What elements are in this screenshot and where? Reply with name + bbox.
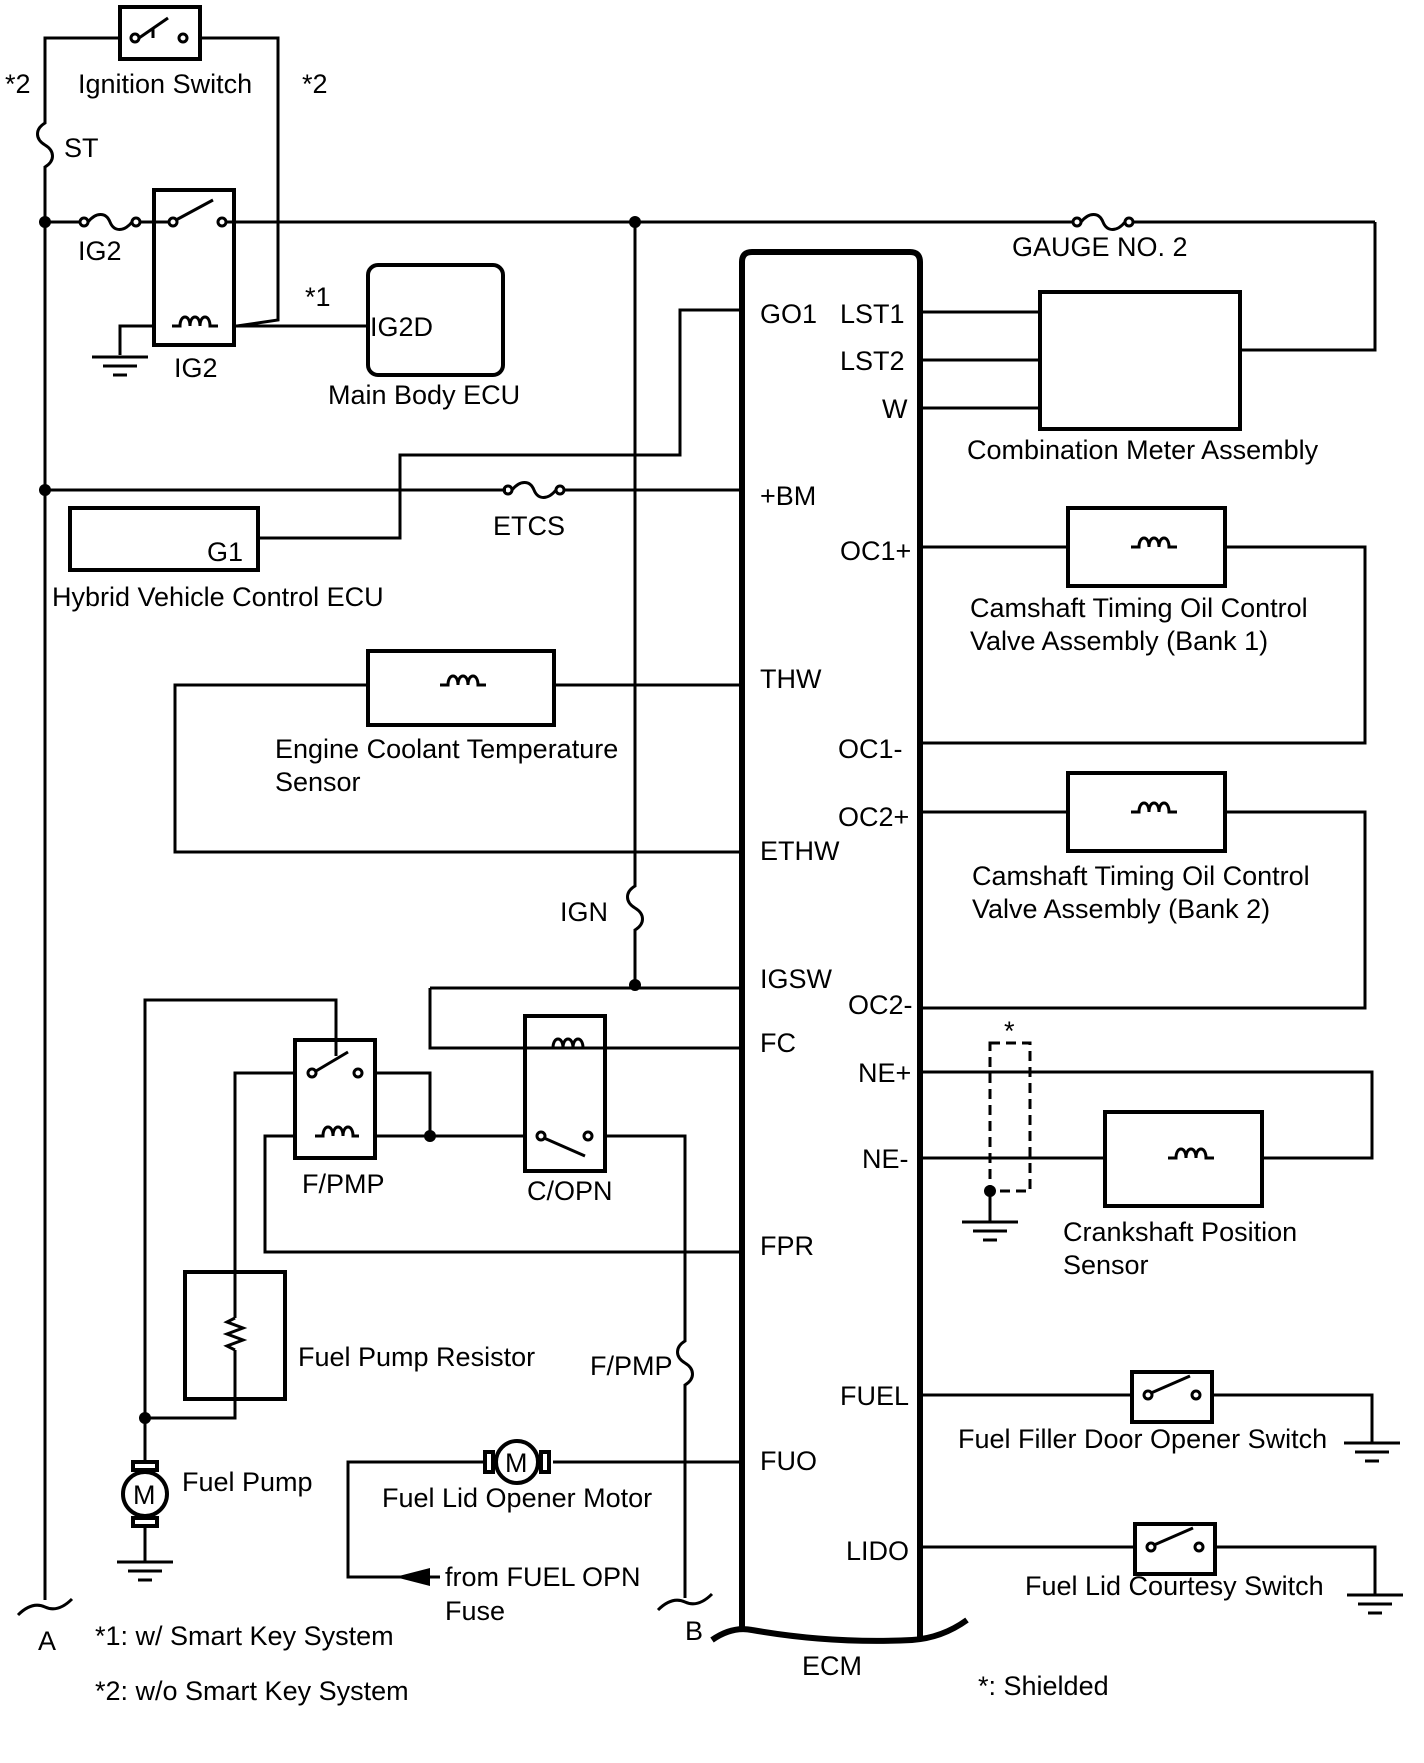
point-a-label: A	[38, 1626, 56, 1656]
fuel-filler-door-switch	[1130, 1370, 1214, 1424]
ig2-relay	[152, 188, 236, 347]
from-fuel-opn-line2: Fuse	[445, 1596, 505, 1626]
note-star1: *1	[305, 282, 331, 312]
fuel-pump-motor-icon: M	[121, 1460, 169, 1528]
ecm-box	[739, 249, 923, 1640]
ign-fuse-label: IGN	[560, 897, 608, 927]
crankshaft-position-sensor	[1103, 1110, 1264, 1208]
cam-ocv-bank2-label-line1: Camshaft Timing Oil Control	[972, 861, 1310, 891]
ckp-coil-icon	[1168, 1147, 1214, 1160]
ecm-pin-oc1p: OC1+	[840, 536, 911, 566]
shield-star: *	[1004, 1016, 1015, 1046]
resistor-icon	[222, 1316, 248, 1352]
combination-meter-label: Combination Meter Assembly	[967, 435, 1319, 465]
fpmp-fuse-label: F/PMP	[590, 1351, 673, 1381]
fuel-filler-switch-label: Fuel Filler Door Opener Switch	[958, 1424, 1327, 1454]
copn-relay	[523, 1014, 607, 1173]
fuel-lid-motor-label: Fuel Lid Opener Motor	[382, 1483, 652, 1513]
ig2d-pin-label: IG2D	[370, 312, 433, 342]
ignition-switch	[118, 5, 202, 61]
ect-label-line2: Sensor	[275, 767, 361, 797]
ecm-pin-fuo: FUO	[760, 1446, 817, 1476]
fuel-lid-courtesy-switch-label: Fuel Lid Courtesy Switch	[1025, 1571, 1324, 1601]
fpmp-relay	[293, 1038, 377, 1160]
note-star2-left: *2	[5, 69, 31, 99]
etcs-fuse-icon	[502, 481, 566, 499]
ecm-pin-lst2: LST2	[840, 346, 905, 376]
shielded-note: *: Shielded	[978, 1671, 1109, 1701]
relay-coil-icon	[315, 1125, 359, 1138]
ecm-pin-oc2m: OC2-	[848, 990, 913, 1020]
cam-ocv-bank2	[1066, 771, 1227, 853]
ecm-pin-fpr: FPR	[760, 1231, 814, 1261]
ecm-pin-lst1: LST1	[840, 299, 905, 329]
ecm-pin-oc1m: OC1-	[838, 734, 903, 764]
cam-ocv-bank1-label-line1: Camshaft Timing Oil Control	[970, 593, 1308, 623]
ecm-pin-fc: FC	[760, 1028, 796, 1058]
cam-ocv-bank2-coil-icon	[1131, 801, 1177, 814]
main-body-ecu	[366, 263, 505, 377]
ecm-pin-oc2p: OC2+	[838, 802, 909, 832]
main-body-ecu-label: Main Body ECU	[328, 380, 520, 410]
g1-pin-label: G1	[207, 537, 243, 567]
fuel-pump-label: Fuel Pump	[182, 1467, 313, 1497]
ground-icon	[1344, 1441, 1400, 1463]
fpmp-fuse-icon	[676, 1335, 694, 1391]
hv-ecu-label: Hybrid Vehicle Control ECU	[52, 582, 384, 612]
cam-ocv-bank1	[1066, 506, 1227, 588]
ckp-label-line2: Sensor	[1063, 1250, 1149, 1280]
ground-icon	[117, 1560, 173, 1582]
note-2: *2: w/o Smart Key System	[95, 1676, 409, 1706]
ect-thermistor-icon	[440, 674, 486, 687]
shield-outline	[988, 1041, 1032, 1193]
fuel-lid-motor-icon: M	[483, 1439, 551, 1485]
etcs-fuse-label: ETCS	[493, 511, 565, 541]
cam-ocv-bank1-coil-icon	[1131, 536, 1177, 549]
hv-control-ecu	[68, 506, 260, 572]
fpmp-relay-label: F/PMP	[302, 1169, 385, 1199]
ecm-pin-bm: +BM	[760, 481, 816, 511]
ign-fuse-icon	[626, 880, 644, 936]
fuel-lid-motor-m: M	[505, 1448, 528, 1478]
st-fuse-icon	[36, 115, 54, 175]
ig2-fuse-icon	[78, 213, 142, 231]
ig2-fuse-label: IG2	[78, 236, 122, 266]
point-b-label: B	[685, 1616, 703, 1646]
ground-icon	[1347, 1593, 1403, 1615]
ecm-pin-ethw: ETHW	[760, 836, 840, 866]
st-fuse-label: ST	[64, 133, 99, 163]
ecm-pin-thw: THW	[760, 664, 822, 694]
ground-icon	[962, 1220, 1018, 1242]
ecm-pin-nep: NE+	[858, 1058, 911, 1088]
ecm-pin-nem: NE-	[862, 1144, 909, 1174]
ect-sensor	[366, 649, 556, 727]
ect-label-line1: Engine Coolant Temperature	[275, 734, 618, 764]
combination-meter	[1038, 290, 1242, 431]
ig2-relay-label: IG2	[174, 353, 218, 383]
from-fuel-opn-line1: from FUEL OPN	[445, 1562, 641, 1592]
gauge-no2-fuse-label: GAUGE NO. 2	[1012, 232, 1188, 262]
ground-icon	[92, 355, 148, 377]
ecm-pin-igsw: IGSW	[760, 964, 833, 994]
relay-coil-icon	[545, 1037, 591, 1050]
ecm-label: ECM	[802, 1651, 862, 1681]
ckp-label-line1: Crankshaft Position	[1063, 1217, 1297, 1247]
fuel-pump-resistor-label: Fuel Pump Resistor	[298, 1342, 535, 1372]
copn-relay-label: C/OPN	[527, 1176, 613, 1206]
ecm-pin-fuel: FUEL	[840, 1381, 909, 1411]
relay-coil-icon	[172, 315, 218, 328]
ecm-pin-w: W	[882, 394, 908, 424]
fuel-pump-motor-m: M	[133, 1480, 156, 1510]
ecm-pin-go1: GO1	[760, 299, 817, 329]
cam-ocv-bank2-label-line2: Valve Assembly (Bank 2)	[972, 894, 1270, 924]
ignition-switch-label: Ignition Switch	[78, 69, 252, 99]
ecm-pin-lido: LIDO	[846, 1536, 909, 1566]
note-star2-right: *2	[302, 69, 328, 99]
fuel-lid-courtesy-switch	[1133, 1522, 1217, 1576]
note-1: *1: w/ Smart Key System	[95, 1621, 394, 1651]
arrow-left-icon	[395, 1568, 430, 1586]
gauge-no2-fuse-icon	[1071, 213, 1135, 231]
cam-ocv-bank1-label-line2: Valve Assembly (Bank 1)	[970, 626, 1268, 656]
